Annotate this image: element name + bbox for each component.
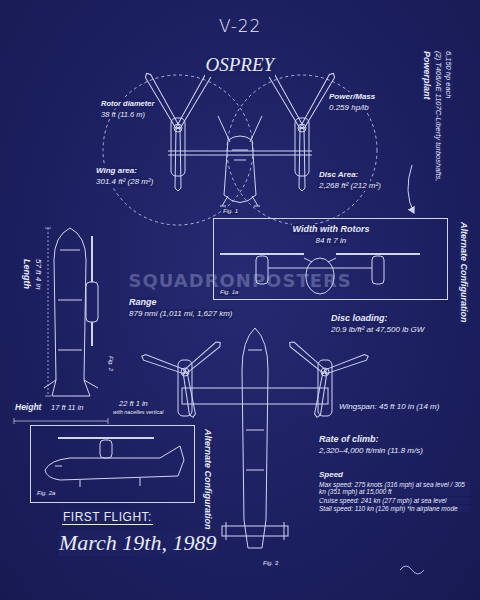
view-frame: Alternate ConfigurationFig. 2a bbox=[30, 425, 195, 503]
dimension-value: 84 ft 7 in bbox=[315, 236, 348, 246]
frame-title: Alternate Configuration bbox=[458, 221, 469, 324]
fig-number: Fig. 2a bbox=[36, 490, 56, 497]
view-frame: Width with Rotors84 ft 7 inAlternate Con… bbox=[213, 218, 448, 300]
spec-value: Max speed: 275 knots (316 mph) at sea le… bbox=[318, 481, 470, 496]
dimension-note: with nacelles vertical bbox=[112, 409, 164, 416]
fig-number: Fig. 1 bbox=[222, 208, 239, 215]
spec-label: Range bbox=[128, 297, 158, 308]
spec-value: 38 ft (11.6 m) bbox=[100, 110, 146, 119]
watermark: SQUADRONPOSTERS bbox=[128, 270, 353, 292]
spec-value: 0.259 hp/lb bbox=[328, 103, 370, 113]
spec-value: 6,150 hp each bbox=[444, 50, 453, 100]
dimension-label: Height bbox=[14, 402, 42, 412]
first-flight-date: March 19th, 1989 bbox=[58, 530, 217, 556]
spec-label: Rate of climb: bbox=[318, 434, 380, 445]
dimension-value: 57 ft 4 in bbox=[33, 258, 43, 291]
spec-value: 2,320–4,000 ft/min (11.8 m/s) bbox=[318, 446, 424, 456]
frame-title: Alternate Configuration bbox=[202, 428, 213, 531]
spec-label: Disc Area: bbox=[318, 170, 359, 180]
spec-value: 879 nmi (1,011 mi, 1,627 km) bbox=[128, 309, 233, 319]
first-flight-heading: FIRST FLIGHT: bbox=[62, 510, 153, 525]
dimension-label: Length bbox=[21, 258, 32, 290]
dimension-value: Wingspan: 45 ft 10 in (14 m) bbox=[338, 402, 440, 412]
dimension-value: 22 ft 1 in bbox=[118, 399, 149, 408]
spec-label: Powerplant bbox=[421, 50, 432, 101]
fig-number: Fig. 2 bbox=[107, 355, 114, 372]
spec-label: Power/Mass bbox=[328, 92, 376, 102]
fig-number: Fig. 3 bbox=[262, 560, 279, 567]
spec-label: Speed bbox=[318, 470, 344, 480]
spec-label: Wing area: bbox=[95, 166, 138, 176]
spec-value: 20.9 lb/ft² at 47,500 lb GW bbox=[330, 325, 425, 335]
spec-value: 301.4 ft² (28 m²) bbox=[95, 177, 154, 187]
spec-value: 2,268 ft² (212 m²) bbox=[318, 181, 382, 191]
dimension-value: 17 ft 11 in bbox=[50, 403, 84, 412]
spec-value: (2) T406/AE 1107C-Liberty turboshafts, bbox=[434, 50, 443, 182]
spec-value: Cruise speed: 241 kn (277 mph) at sea le… bbox=[318, 497, 470, 504]
spec-label: Disc loading: bbox=[330, 313, 389, 324]
frame-heading: Width with Rotors bbox=[292, 224, 371, 235]
poster-title: V-22 bbox=[218, 16, 262, 36]
fig-number: Fig. 1a bbox=[219, 289, 239, 296]
subtitle: OSPREY bbox=[205, 54, 276, 77]
spec-value: Stall speed: 110 kn (126 mph) *in airpla… bbox=[318, 505, 470, 512]
spec-label: Rotor diameter bbox=[100, 99, 155, 108]
